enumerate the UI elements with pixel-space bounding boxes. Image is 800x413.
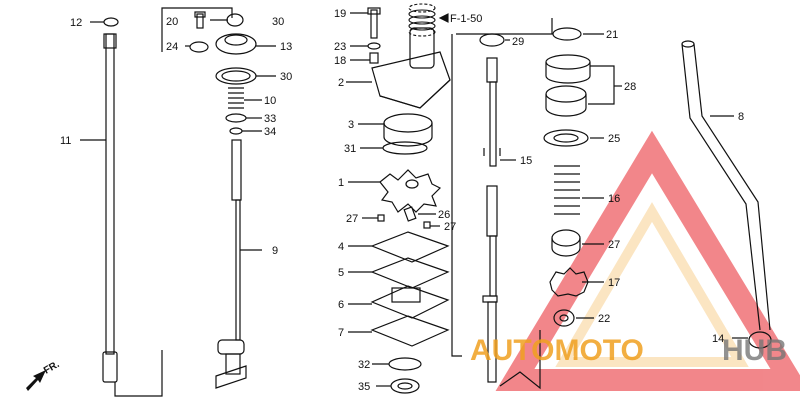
callout-29: 28 xyxy=(624,81,636,93)
watermark-text: AUTOMOTO HUB xyxy=(470,334,787,367)
watermark-part1: AUTOMOTO xyxy=(470,334,644,367)
callout-16: 16 xyxy=(608,193,620,205)
callout-18: 18 xyxy=(334,55,346,67)
callout-36: 34 xyxy=(264,126,276,138)
callout-31: 30 xyxy=(272,16,284,28)
callout-11: 11 xyxy=(60,135,71,147)
callout-35: 33 xyxy=(264,113,276,125)
callout-27b: 27 xyxy=(444,221,456,233)
callout-23: 23 xyxy=(334,41,346,53)
callout-34: 32 xyxy=(358,359,370,371)
callout-12: 12 xyxy=(70,17,82,29)
upper-assembly xyxy=(161,7,276,389)
callout-1: 1 xyxy=(338,177,344,189)
reference-label: F-1-50 xyxy=(450,13,482,25)
callout-28: 27 xyxy=(608,239,620,251)
callout-26: 26 xyxy=(438,209,450,221)
callout-15: 15 xyxy=(520,155,532,167)
callout-32: 30 xyxy=(280,71,292,83)
callout-21: 21 xyxy=(606,29,618,41)
callout-30a: 35 xyxy=(358,381,370,393)
callout-14: 14 xyxy=(712,333,724,345)
callout-22: 22 xyxy=(598,313,610,325)
gear-bearing-stack xyxy=(543,27,622,327)
callout-2: 2 xyxy=(338,77,344,89)
callout-9: 9 xyxy=(272,245,278,257)
callout-20: 20 xyxy=(166,16,178,28)
callout-33: 31 xyxy=(344,143,356,155)
callout-5: 5 xyxy=(338,267,344,279)
callout-8: 8 xyxy=(738,111,744,123)
callout-19: 19 xyxy=(334,8,346,20)
callout-13: 13 xyxy=(280,41,292,53)
callout-10: 10 xyxy=(264,95,276,107)
water-pump-assembly xyxy=(346,7,451,394)
callout-27a: 27 xyxy=(346,213,358,225)
callout-3: 3 xyxy=(348,119,354,131)
callout-labels: 12 11 20 24 30 13 30 10 33 34 9 19 23 18… xyxy=(42,8,744,393)
callout-24: 24 xyxy=(166,41,178,53)
watermark-logo xyxy=(495,130,800,391)
watermark-part2: HUB xyxy=(722,334,787,367)
callout-6: 6 xyxy=(338,299,344,311)
water-tube-8 xyxy=(681,40,772,349)
vertical-shaft-15 xyxy=(451,18,553,390)
reference-spring xyxy=(408,3,449,37)
callout-30b: 29 xyxy=(512,36,524,48)
callout-17: 17 xyxy=(608,277,620,289)
callout-7: 7 xyxy=(338,327,344,339)
front-arrow-icon xyxy=(26,370,46,391)
callout-25: 25 xyxy=(608,133,620,145)
washer-12 xyxy=(90,17,119,27)
drive-shaft-11 xyxy=(80,33,163,397)
callout-4: 4 xyxy=(338,241,344,253)
front-label: FR. xyxy=(42,359,62,377)
